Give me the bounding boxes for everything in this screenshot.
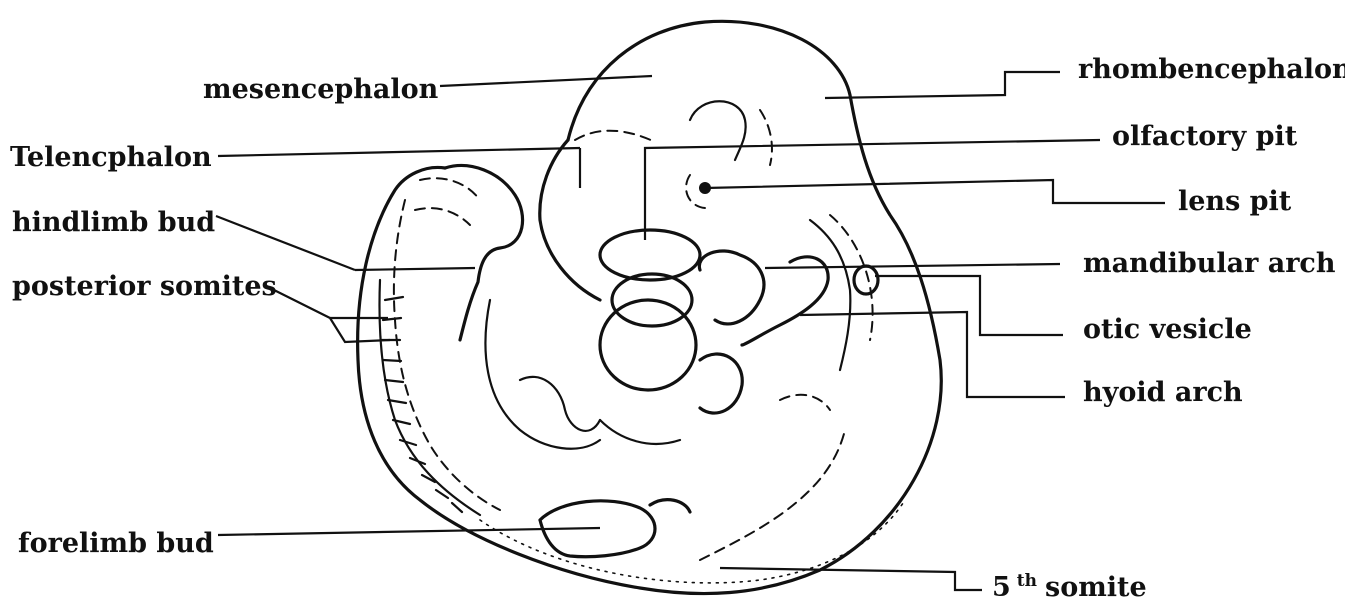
leader-posterior-somites [264, 285, 390, 342]
telencephalon-dashed [575, 131, 655, 142]
leader-mandibular-arch [765, 264, 1060, 268]
mandibular-arch-shape [699, 251, 764, 324]
label-posterior-somites: posterior somites [12, 271, 277, 302]
otic-region-dash [760, 110, 772, 165]
label-fifth-somite-number: 5 [992, 572, 1011, 602]
label-rhombencephalon: rhombencephalon [1078, 54, 1345, 85]
body-inner-curve-1 [485, 300, 600, 449]
label-forelimb-bud: forelimb bud [18, 528, 214, 559]
heart-bulge-lower [600, 300, 696, 390]
pharyngeal-arc-2 [830, 215, 873, 340]
leader-rhombencephalon [825, 72, 1060, 98]
heart-bulge-right [700, 354, 742, 413]
somite-chain-inner [394, 200, 500, 510]
label-hindlimb-bud: hindlimb bud [12, 207, 215, 238]
label-fifth-somite-superscript: th [1017, 571, 1037, 591]
body-inner-curve-3 [600, 420, 680, 444]
pharyngeal-arc-1 [810, 220, 850, 370]
labels: mesencephalon rhombencephalon Telencphal… [10, 54, 1345, 602]
leader-hindlimb-bud [216, 216, 355, 270]
somite-chain-ticks [382, 297, 462, 512]
label-fifth-somite-word: somite [1045, 572, 1147, 602]
label-olfactory-pit: olfactory pit [1112, 121, 1298, 152]
label-hyoid-arch: hyoid arch [1083, 377, 1243, 408]
leader-telencephalon [218, 148, 580, 156]
otic-vesicle-shape [854, 266, 878, 294]
body-inner-curve-4 [780, 395, 830, 410]
body-inner-curve-2 [520, 377, 600, 431]
leader-olfactory-pit [645, 140, 1100, 240]
label-otic-vesicle: otic vesicle [1083, 314, 1252, 345]
eye-region-arc [690, 101, 746, 160]
somite-tail-dash [415, 178, 480, 225]
hyoid-arch-shape [742, 257, 828, 345]
leader-lens-pit [705, 180, 1165, 203]
label-lens-pit: lens pit [1178, 186, 1292, 217]
forelimb-hook [650, 500, 690, 512]
label-mesencephalon: mesencephalon [203, 74, 439, 105]
leader-mesencephalon [440, 76, 652, 86]
embryo-outline [358, 21, 942, 593]
label-fifth-somite: 5 th somite [992, 571, 1147, 602]
label-mandibular-arch: mandibular arch [1083, 248, 1336, 279]
telencephalon-outline [540, 140, 600, 300]
leader-fifth-somite [720, 568, 982, 590]
ventral-dashed-curve [700, 430, 845, 560]
leader-hindlimb-bud-h [355, 268, 475, 270]
leader-otic-vesicle [875, 276, 1063, 335]
label-telencephalon: Telencphalon [10, 142, 212, 173]
embryo-drawing [358, 21, 942, 593]
tail-outline [445, 166, 523, 340]
